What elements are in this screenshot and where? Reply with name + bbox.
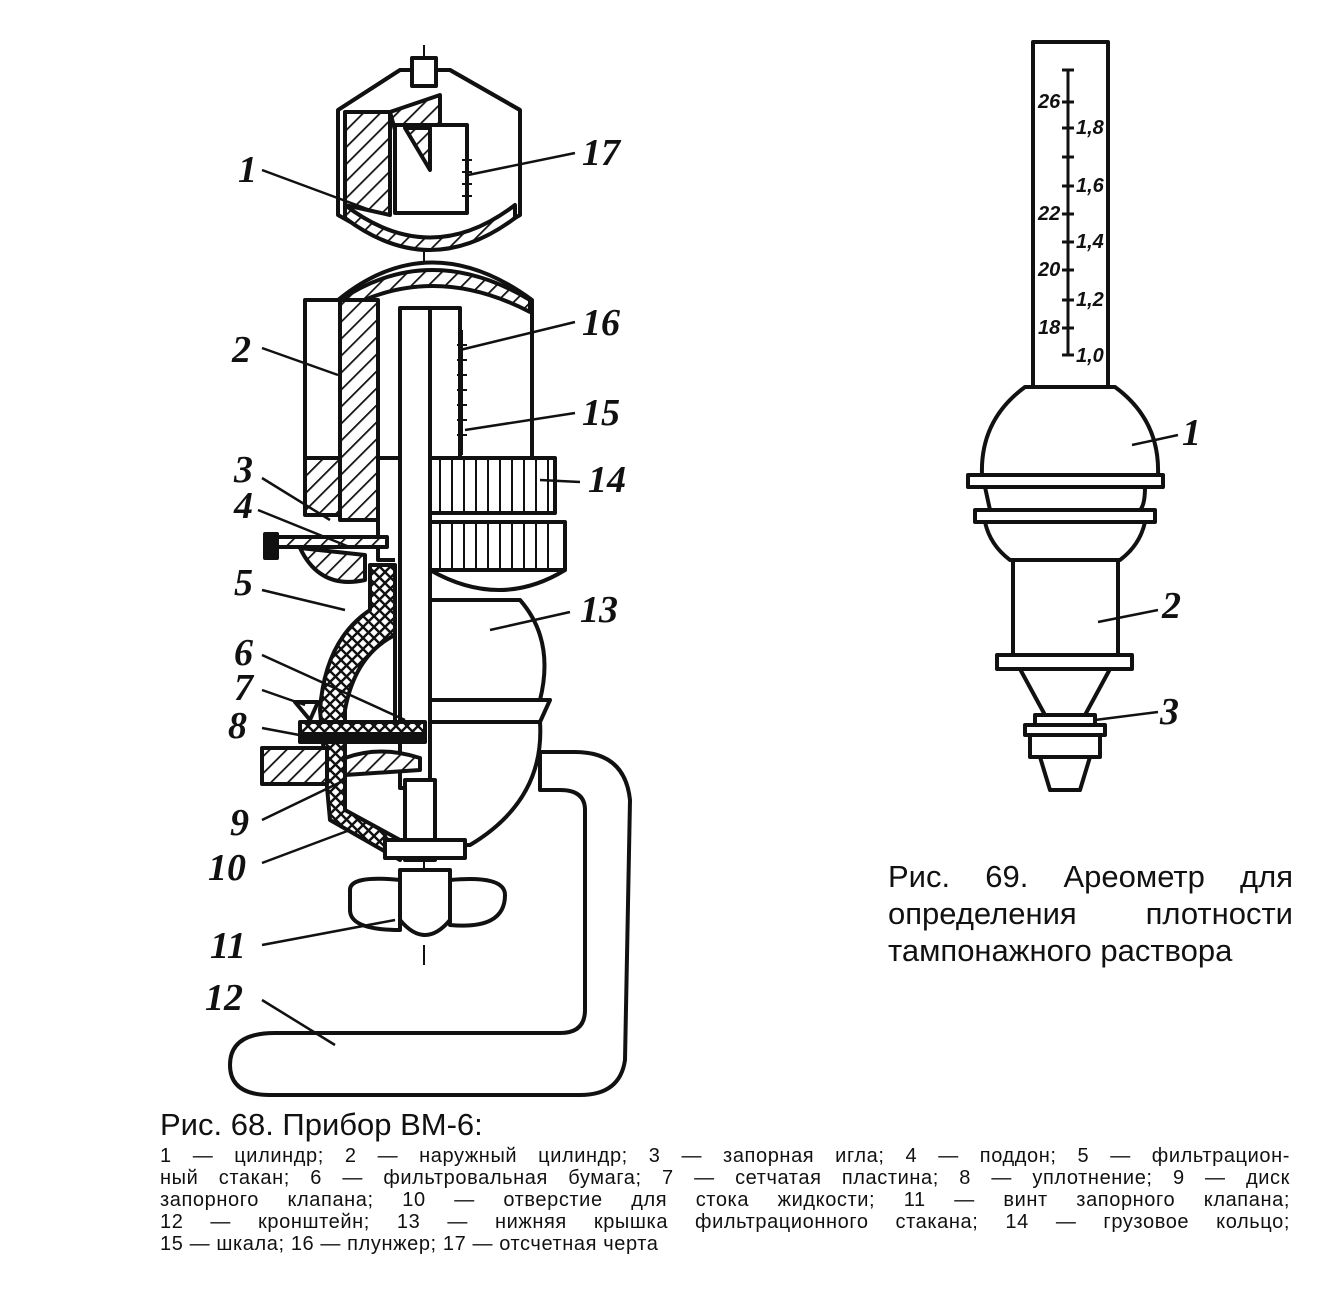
scale-right-10: 1,0 xyxy=(1076,345,1104,367)
legend-line-3: запорного клапана; 10 — отверстие для ст… xyxy=(160,1189,1290,1211)
legend-line-1: 1 — цилиндр; 2 — наружный цилиндр; 3 — з… xyxy=(160,1145,1290,1167)
scale-right-12: 1,2 xyxy=(1076,289,1104,311)
label-69-3: 3 xyxy=(1159,691,1179,733)
label-68-17: 17 xyxy=(582,132,622,174)
label-68-9: 9 xyxy=(230,802,249,844)
scale-left-20: 20 xyxy=(1037,259,1060,281)
label-69-1: 1 xyxy=(1182,412,1201,454)
label-68-13: 13 xyxy=(580,589,618,631)
legend-line-4: 12 — кронштейн; 13 — нижняя крышка фильт… xyxy=(160,1211,1290,1233)
hydrometer-bulb xyxy=(979,385,1161,477)
valve-screw xyxy=(348,778,507,937)
scale-left-22: 22 xyxy=(1037,203,1060,225)
filter-plates xyxy=(260,700,427,786)
device-vm6-drawing xyxy=(228,45,632,1097)
label-68-1: 1 xyxy=(238,149,257,191)
figure-68-legend: 1 — цилиндр; 2 — наружный цилиндр; 3 — з… xyxy=(160,1145,1290,1255)
label-68-8: 8 xyxy=(228,705,247,747)
caption69-line-2: определения плотности xyxy=(888,896,1293,931)
label-68-11: 11 xyxy=(210,925,246,967)
label-68-4: 4 xyxy=(233,485,253,527)
hydrometer-cylinder xyxy=(1011,558,1120,657)
labels-69: 1 2 3 xyxy=(1159,412,1201,733)
figure-68-title: Рис. 68. Прибор ВМ-6: xyxy=(160,1107,483,1142)
label-68-2: 2 xyxy=(231,329,251,371)
label-68-3: 3 xyxy=(233,449,253,491)
scale-right-14: 1,4 xyxy=(1076,231,1104,253)
top-cap xyxy=(336,56,522,252)
labels-68: 1 2 3 4 5 6 7 8 9 10 11 12 13 14 15 16 1… xyxy=(205,132,626,1019)
caption69-line-3: тампонажного раствора xyxy=(888,933,1233,968)
scale-right-18: 1,8 xyxy=(1076,117,1105,139)
lower-cover xyxy=(428,598,552,847)
label-68-7: 7 xyxy=(234,667,255,709)
weight-rings xyxy=(428,456,567,592)
scale-left-26: 26 xyxy=(1037,91,1061,113)
legend-line-5: 15 — шкала; 16 — плунжер; 17 — отсчетная… xyxy=(160,1233,659,1255)
label-68-12: 12 xyxy=(205,977,243,1019)
label-68-14: 14 xyxy=(588,459,626,501)
label-68-16: 16 xyxy=(582,302,620,344)
hydrometer-scale-ticks xyxy=(1062,100,1074,357)
scale-left-18: 18 xyxy=(1038,317,1061,339)
label-68-15: 15 xyxy=(582,392,620,434)
caption69-line-1: Рис. 69. Ареометр для xyxy=(888,859,1293,894)
label-68-10: 10 xyxy=(208,847,246,889)
leader-lines-69 xyxy=(1094,433,1179,722)
label-68-5: 5 xyxy=(234,562,253,604)
legend-line-2: ный стакан; 6 — фильтровальная бумага; 7… xyxy=(160,1167,1290,1189)
scale-right-16: 1,6 xyxy=(1076,175,1105,197)
leader-lines-68 xyxy=(257,151,581,1047)
figure-69-caption: Рис. 69. Ареометр для определения плотно… xyxy=(888,858,1293,969)
label-69-2: 2 xyxy=(1161,585,1181,627)
label-68-6: 6 xyxy=(234,632,253,674)
hydrometer-drawing xyxy=(966,40,1165,792)
hydrometer-scale-labels: 26 22 20 18 1,8 1,6 1,4 1,2 1,0 xyxy=(1037,91,1105,367)
bracket xyxy=(228,750,632,1097)
figure-68-caption: Рис. 68. Прибор ВМ-6: 1 — цилиндр; 2 — н… xyxy=(160,1105,1290,1255)
needle-valve xyxy=(263,532,389,584)
